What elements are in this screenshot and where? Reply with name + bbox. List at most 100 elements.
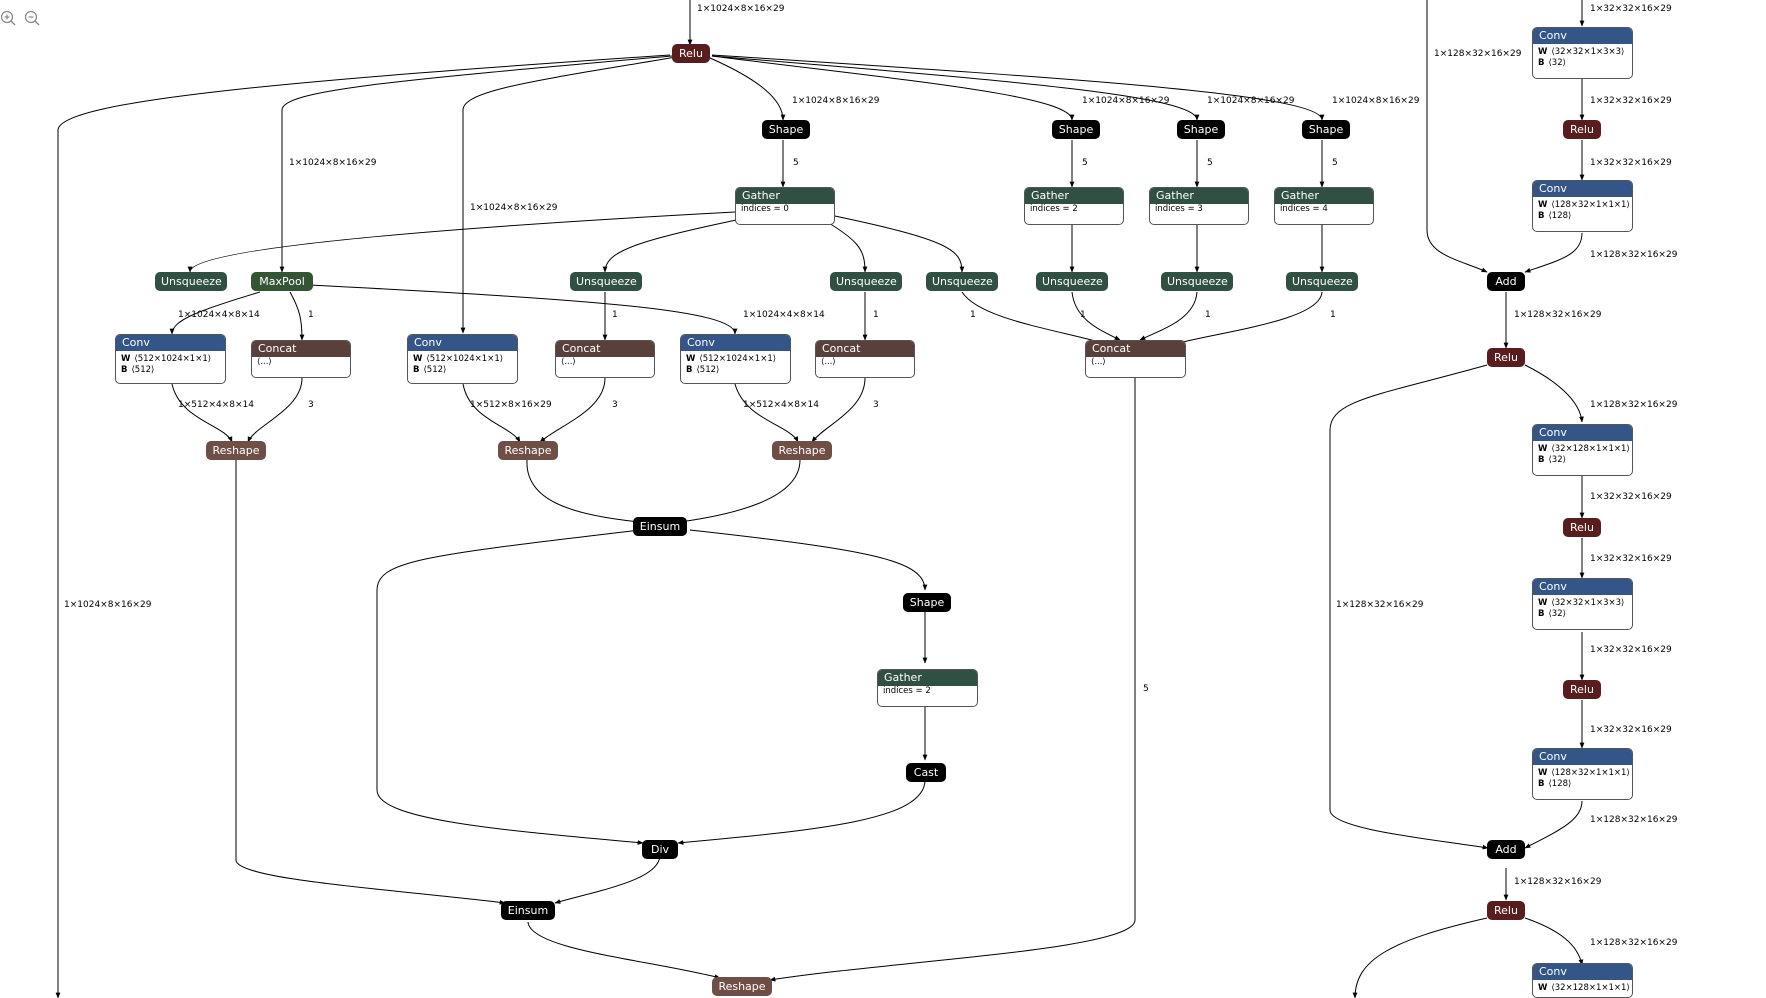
node-title: Gather: [1275, 188, 1373, 204]
edge-label: 1×1024×4×8×14: [178, 310, 260, 320]
relu-node[interactable]: Relu: [672, 44, 710, 63]
unsqueeze-node[interactable]: Unsqueeze: [926, 272, 998, 291]
reshape-node[interactable]: Reshape: [712, 977, 772, 996]
edge: [247, 377, 303, 443]
unsqueeze-node[interactable]: Unsqueeze: [1161, 272, 1233, 291]
gather-node[interactable]: Gather indices = 2: [877, 669, 978, 707]
edge-label: 1×1024×8×16×29: [1332, 96, 1420, 106]
div-node[interactable]: Div: [642, 840, 678, 859]
node-attr: W⟨32×128×1×1×1⟩: [1538, 444, 1630, 454]
shape-node[interactable]: Shape: [762, 120, 810, 139]
shape-node[interactable]: Shape: [903, 593, 951, 612]
conv-node[interactable]: Conv W⟨128×32×1×1×1⟩ B⟨128⟩: [1532, 748, 1633, 800]
unsqueeze-node[interactable]: Unsqueeze: [830, 272, 902, 291]
einsum-node[interactable]: Einsum: [633, 517, 687, 536]
gather-node[interactable]: Gather indices = 4: [1274, 187, 1374, 225]
edge-label: 5: [1082, 158, 1088, 168]
edge-label: 1: [873, 310, 879, 320]
add-node[interactable]: Add: [1487, 840, 1525, 859]
shape-node[interactable]: Shape: [1177, 120, 1225, 139]
edge-label: 1×1024×8×16×29: [792, 96, 880, 106]
node-attr: B⟨512⟩: [121, 365, 155, 375]
relu-node[interactable]: Relu: [1487, 901, 1525, 920]
zoom-in-icon[interactable]: [0, 10, 16, 26]
node-title: Conv: [1533, 964, 1632, 980]
node-title: Conv: [408, 335, 517, 351]
relu-node[interactable]: Relu: [1487, 348, 1525, 367]
zoom-out-icon[interactable]: [24, 10, 40, 26]
concat-node[interactable]: Concat ⟨...⟩: [815, 340, 915, 378]
relu-node[interactable]: Relu: [1563, 518, 1601, 537]
node-title: Gather: [1150, 188, 1248, 204]
edge-label: 1×1024×8×16×29: [1207, 96, 1295, 106]
edge: [1071, 291, 1121, 341]
concat-node[interactable]: Concat ⟨...⟩: [251, 340, 351, 378]
unsqueeze-node[interactable]: Unsqueeze: [1286, 272, 1358, 291]
edge: [1524, 917, 1584, 966]
edge-label: 1×1024×8×16×29: [470, 203, 558, 213]
edge: [711, 54, 1325, 121]
edge: [460, 56, 677, 334]
edge-label: 1×128×32×16×29: [1336, 600, 1424, 610]
edge-label: 1×32×32×16×29: [1590, 96, 1672, 106]
edge: [602, 214, 761, 273]
edge: [677, 779, 926, 845]
gather-node[interactable]: Gather indices = 3: [1149, 187, 1249, 225]
node-attr: B⟨32⟩: [1538, 455, 1566, 465]
conv-node[interactable]: Conv W⟨128×32×1×1×1⟩ B⟨128⟩: [1532, 180, 1633, 232]
edge-label: 1×1024×8×16×29: [289, 158, 377, 168]
reshape-node[interactable]: Reshape: [772, 441, 832, 460]
edge-label: 1×128×32×16×29: [1514, 877, 1602, 887]
node-title: Conv: [1533, 579, 1632, 595]
shape-node[interactable]: Shape: [1302, 120, 1350, 139]
edge: [539, 377, 606, 443]
node-attr: ⟨...⟩: [821, 357, 836, 367]
edge-label: 3: [612, 400, 618, 410]
node-attr: W⟨512×1024×1×1⟩: [686, 354, 777, 364]
edge: [171, 383, 233, 443]
edge: [811, 377, 866, 443]
edge: [769, 378, 1136, 982]
shape-node[interactable]: Shape: [1052, 120, 1100, 139]
edge-label: 1×1024×4×8×14: [743, 310, 825, 320]
edge-label: 1: [970, 310, 976, 320]
edge: [554, 854, 661, 904]
node-attr: W⟨128×32×1×1×1⟩: [1538, 768, 1630, 778]
node-attr: B⟨128⟩: [1538, 779, 1572, 789]
edge-label: 1×1024×8×16×29: [64, 600, 152, 610]
maxpool-node[interactable]: MaxPool: [251, 272, 313, 291]
edge-label: 5: [793, 158, 799, 168]
edge: [309, 284, 738, 335]
concat-node[interactable]: Concat ⟨...⟩: [555, 340, 655, 378]
conv-node[interactable]: Conv W⟨512×1024×1×1⟩ B⟨512⟩: [115, 334, 226, 384]
gather-node[interactable]: Gather indices = 0: [735, 187, 835, 225]
unsqueeze-node[interactable]: Unsqueeze: [570, 272, 642, 291]
add-node[interactable]: Add: [1487, 272, 1525, 291]
edge: [961, 291, 1111, 346]
node-title: Gather: [736, 188, 834, 204]
node-attr: indices = 3: [1155, 204, 1203, 214]
edge: [1524, 232, 1583, 273]
unsqueeze-node[interactable]: Unsqueeze: [1036, 272, 1108, 291]
conv-node[interactable]: Conv W⟨32×128×1×1×1⟩: [1532, 963, 1633, 998]
relu-node[interactable]: Relu: [1563, 680, 1601, 699]
conv-node[interactable]: Conv W⟨512×1024×1×1⟩ B⟨512⟩: [680, 334, 791, 384]
edge-label: 1: [612, 310, 618, 320]
einsum-node[interactable]: Einsum: [501, 901, 555, 920]
node-attr: indices = 2: [1030, 204, 1078, 214]
unsqueeze-node[interactable]: Unsqueeze: [155, 272, 227, 291]
edge: [829, 214, 965, 273]
reshape-node[interactable]: Reshape: [498, 441, 558, 460]
conv-node[interactable]: Conv W⟨32×128×1×1×1⟩ B⟨32⟩: [1532, 424, 1633, 476]
relu-node[interactable]: Relu: [1563, 120, 1601, 139]
node-attr: W⟨128×32×1×1×1⟩: [1538, 200, 1630, 210]
cast-node[interactable]: Cast: [906, 763, 946, 782]
conv-node[interactable]: Conv W⟨512×1024×1×1⟩ B⟨512⟩: [407, 334, 518, 384]
concat-node[interactable]: Concat ⟨...⟩: [1085, 340, 1186, 378]
reshape-node[interactable]: Reshape: [206, 441, 266, 460]
gather-node[interactable]: Gather indices = 2: [1024, 187, 1124, 225]
conv-node[interactable]: Conv W⟨32×32×1×3×3⟩ B⟨32⟩: [1532, 578, 1633, 630]
conv-node[interactable]: Conv W⟨32×32×1×3×3⟩ B⟨32⟩: [1532, 27, 1633, 79]
edge: [734, 383, 799, 443]
